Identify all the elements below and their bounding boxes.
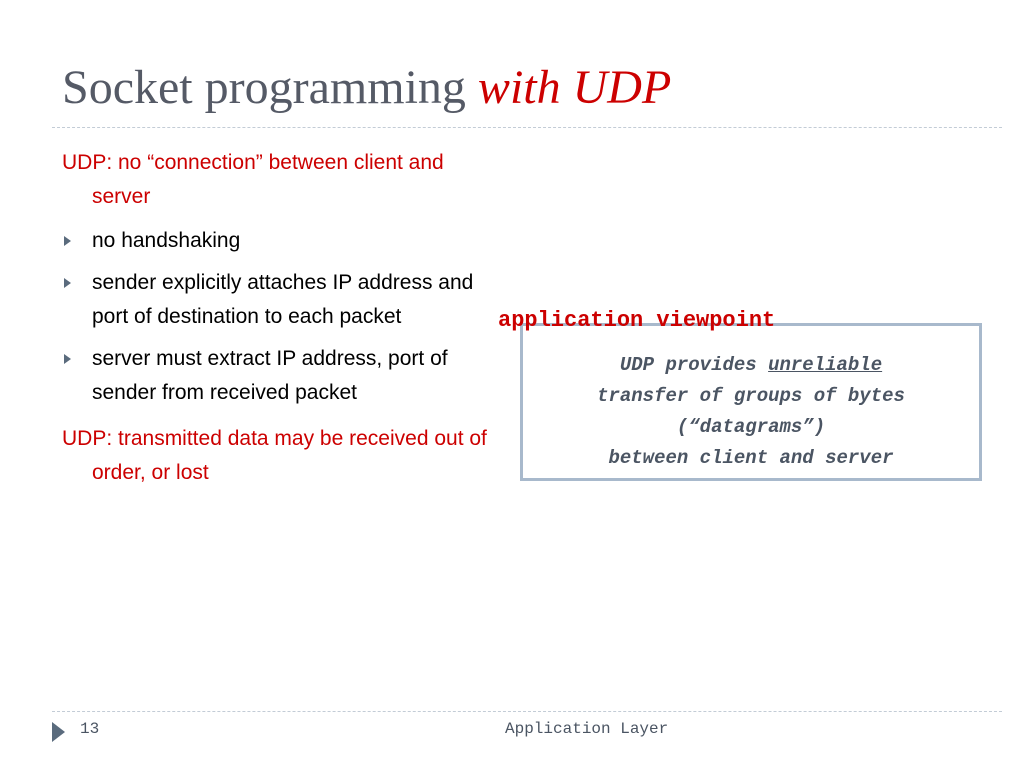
bullet-item: sender explicitly attaches IP address an… [62,266,502,334]
bullet-text: server must extract IP address, port of … [92,347,448,404]
viewpoint-box: UDP provides unreliable transfer of grou… [520,323,982,481]
triangle-bullet-icon [64,236,71,246]
bullet-text: no handshaking [92,229,241,252]
triangle-bullet-icon [64,354,71,364]
page-number: 13 [80,720,100,738]
triangle-bullet-icon [64,278,71,288]
viewpoint-line-3: (“datagrams”) [676,416,826,438]
title-accent: with UDP [477,61,672,114]
slide-body: UDP: no “connection” between client and … [62,146,502,490]
title-main: Socket programming [62,61,466,114]
triangle-arrow-icon [52,722,65,742]
bullet-text: sender explicitly attaches IP address an… [92,271,474,328]
viewpoint-line-2: transfer of groups of bytes [597,385,905,407]
viewpoint-underlined-word: unreliable [768,354,883,376]
viewpoint-label: application viewpoint [498,308,776,333]
viewpoint-text: UDP provides unreliable transfer of grou… [523,350,979,474]
title-divider [52,127,1002,128]
viewpoint-line-1-text: UDP provides [619,354,769,376]
footer-section: Application Layer [505,720,669,738]
viewpoint-line-1: UDP provides unreliable [523,350,979,381]
point-connectionless: UDP: no “connection” between client and … [62,151,444,208]
bullet-item: no handshaking [62,224,502,258]
slide-title: Socket programming with UDP [62,60,671,115]
point-unreliable: UDP: transmitted data may be received ou… [62,427,487,484]
footer-divider [52,711,1002,712]
viewpoint-line-4: between client and server [608,447,894,469]
bullet-item: server must extract IP address, port of … [62,342,502,410]
